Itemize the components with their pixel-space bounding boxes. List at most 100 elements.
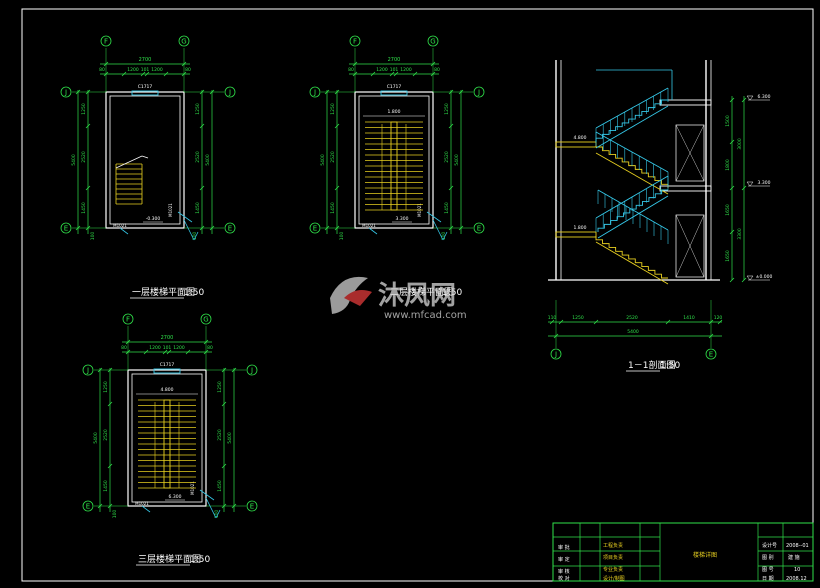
- dim-right-3: 1450: [217, 480, 223, 492]
- dim-top-total: 2700: [388, 57, 401, 63]
- level-mark-2: 3.300: [758, 180, 771, 186]
- dim-bottom-left: 100: [112, 510, 118, 519]
- dim-right-3: 1450: [444, 202, 450, 214]
- axis-v2-circle: [200, 313, 212, 325]
- tb-label-review: 审 核: [558, 568, 570, 575]
- dim-tick: [729, 185, 735, 191]
- door-swing: [199, 489, 215, 501]
- level-triangle-icon: [746, 181, 754, 187]
- dim-edge-left: 80: [348, 67, 354, 73]
- tb-label-category: 图 别: [762, 554, 774, 561]
- dim-tick: [107, 463, 113, 469]
- door-line: [193, 231, 199, 241]
- flight-1-soffit: [595, 241, 669, 285]
- dim-sub-3: 1200: [400, 67, 412, 73]
- dim-tick: [199, 123, 205, 129]
- dim-left-1: 1250: [330, 103, 336, 115]
- flight-1-upper: [597, 189, 668, 232]
- dim-tick: [166, 349, 172, 355]
- sec-axis-1-label: J: [554, 351, 557, 359]
- tb-label-check: 校 对: [558, 575, 570, 582]
- dim-edge-left: 80: [99, 67, 105, 73]
- dim-tick: [729, 277, 735, 283]
- window-tag: C1717: [160, 362, 175, 368]
- sec-dim-bottom-2: 1250: [572, 315, 584, 321]
- window: [153, 368, 181, 374]
- level-mark-3: ±0.000: [756, 274, 773, 280]
- door-swing: [177, 211, 193, 223]
- dim-tick: [334, 185, 340, 191]
- sec-dim-inner-4: 1650: [725, 250, 731, 262]
- tb-mid-designer: 设计/制图: [603, 575, 625, 582]
- door-tag-1: M1021: [113, 223, 127, 228]
- tb-label-approve: 审 批: [558, 544, 570, 551]
- sec-dim-outer-1: 3000: [737, 138, 743, 150]
- elev-upper: 1.800: [388, 109, 401, 115]
- door-swing: [141, 505, 151, 513]
- door-swing: [426, 211, 442, 223]
- dim-tick: [549, 319, 555, 325]
- dim-bottom-right: 100: [192, 232, 198, 241]
- door-tag-1: M1021: [135, 501, 149, 506]
- axis-h-top-left-circle: [60, 86, 72, 98]
- axis-h-top-left-label: J: [64, 89, 67, 97]
- elev-mark: 3.300: [396, 216, 409, 222]
- axis-h-top-right-circle: [473, 86, 485, 98]
- axis-v2-label: G: [203, 316, 208, 324]
- level-mark-1: 6.300: [758, 94, 771, 100]
- tb-mid-discipline-lead: 专业负责: [603, 566, 623, 573]
- dim-sub-1: 1200: [127, 67, 139, 73]
- axis-h-bot-right-circle: [473, 222, 485, 234]
- door-line: [183, 219, 195, 241]
- tb-label-authorize: 审 定: [558, 556, 570, 563]
- dim-sub-2: 101: [141, 67, 150, 73]
- sec-dim-outer-2: 3300: [737, 228, 743, 240]
- door-tag-2: M1021: [168, 203, 173, 217]
- opening-upper: [675, 124, 705, 182]
- plan-1-scale: 1:50: [184, 288, 204, 298]
- axis-v1-label: F: [126, 316, 130, 324]
- stair-well: [163, 399, 171, 489]
- sec-dim-bottom-total: 5400: [627, 329, 639, 335]
- door-tag-1: M1021: [362, 223, 376, 228]
- landing-1: [555, 231, 597, 238]
- break-line: [115, 155, 143, 169]
- axis-v1-label: F: [353, 38, 357, 46]
- dim-left-2: 2520: [81, 151, 87, 163]
- wall-outer: [105, 91, 185, 229]
- axis-h-top-left-circle: [82, 364, 94, 376]
- flight-2-solid: [596, 146, 669, 188]
- dim-top-total: 2700: [139, 57, 152, 63]
- sec-axis-2-label: E: [709, 351, 713, 359]
- tb-value-category: 建 施: [788, 554, 800, 561]
- flight-1-upper-soffit: [597, 195, 669, 239]
- axis-v1-circle: [100, 35, 112, 47]
- tb-label-date: 日 期: [762, 576, 774, 582]
- axis-v1-circle: [122, 313, 134, 325]
- dim-bottom-right: 100: [214, 510, 220, 519]
- dim-tick: [412, 71, 418, 77]
- dim-top-total: 2700: [161, 335, 174, 341]
- dim-tick: [448, 185, 454, 191]
- dim-edge-right: 80: [207, 345, 213, 351]
- dim-sub-1: 1200: [149, 345, 161, 351]
- axis-h-top-right-label: J: [250, 367, 253, 375]
- axis-h-top-left-circle: [309, 86, 321, 98]
- dim-sub-1: 1200: [376, 67, 388, 73]
- dim-tick: [729, 139, 735, 145]
- dim-bottom-left: 100: [339, 232, 345, 241]
- dim-tick: [717, 319, 723, 325]
- plan-1-title: 一层楼梯平面图: [132, 286, 195, 298]
- landing-elev-lower: 1.800: [574, 225, 587, 231]
- axis-v2-circle: [427, 35, 439, 47]
- axis-h-bot-left-circle: [60, 222, 72, 234]
- dim-right-total: 5400: [454, 154, 460, 166]
- flight-3-soffit: [595, 105, 669, 149]
- dim-right-total: 5400: [205, 154, 211, 166]
- window-tag: C1717: [387, 84, 402, 90]
- dim-left-3: 1450: [103, 480, 109, 492]
- dim-right-1: 1250: [444, 103, 450, 115]
- axis-h-bot-right-label: E: [250, 503, 254, 511]
